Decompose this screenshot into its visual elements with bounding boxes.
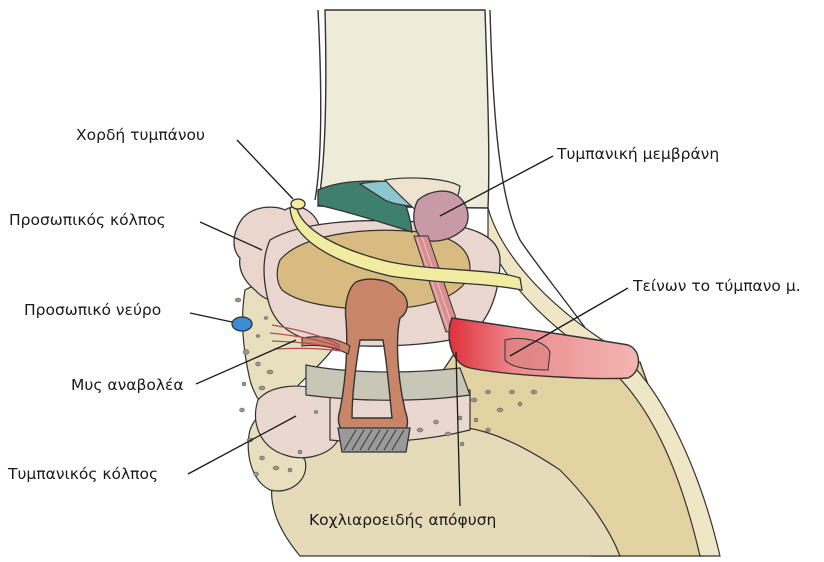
facial-nerve-dot	[232, 317, 252, 331]
label-sinus-tympani: Τυμπανικός κόλπος	[8, 465, 158, 483]
label-stapedius-muscle: Μυς αναβολέα	[71, 376, 184, 394]
leader-facial-nerve	[190, 313, 232, 322]
label-chorda-tympani: Χορδή τυμπάνου	[76, 126, 205, 144]
chorda-tympani-end	[291, 199, 305, 209]
label-facial-nerve: Προσωπικό νεύρο	[24, 301, 161, 319]
label-tympanic-membrane: Τυμπανική μεμβράνη	[557, 145, 719, 163]
leader-chorda-tympani	[237, 140, 293, 199]
label-tensor-tympani: Τείνων το τύμπανο μ.	[633, 277, 801, 295]
label-facial-recess: Προσωπικός κόλπος	[9, 211, 166, 229]
label-cochleariform-process: Κοχλιαροειδής απόφυση	[309, 511, 496, 529]
